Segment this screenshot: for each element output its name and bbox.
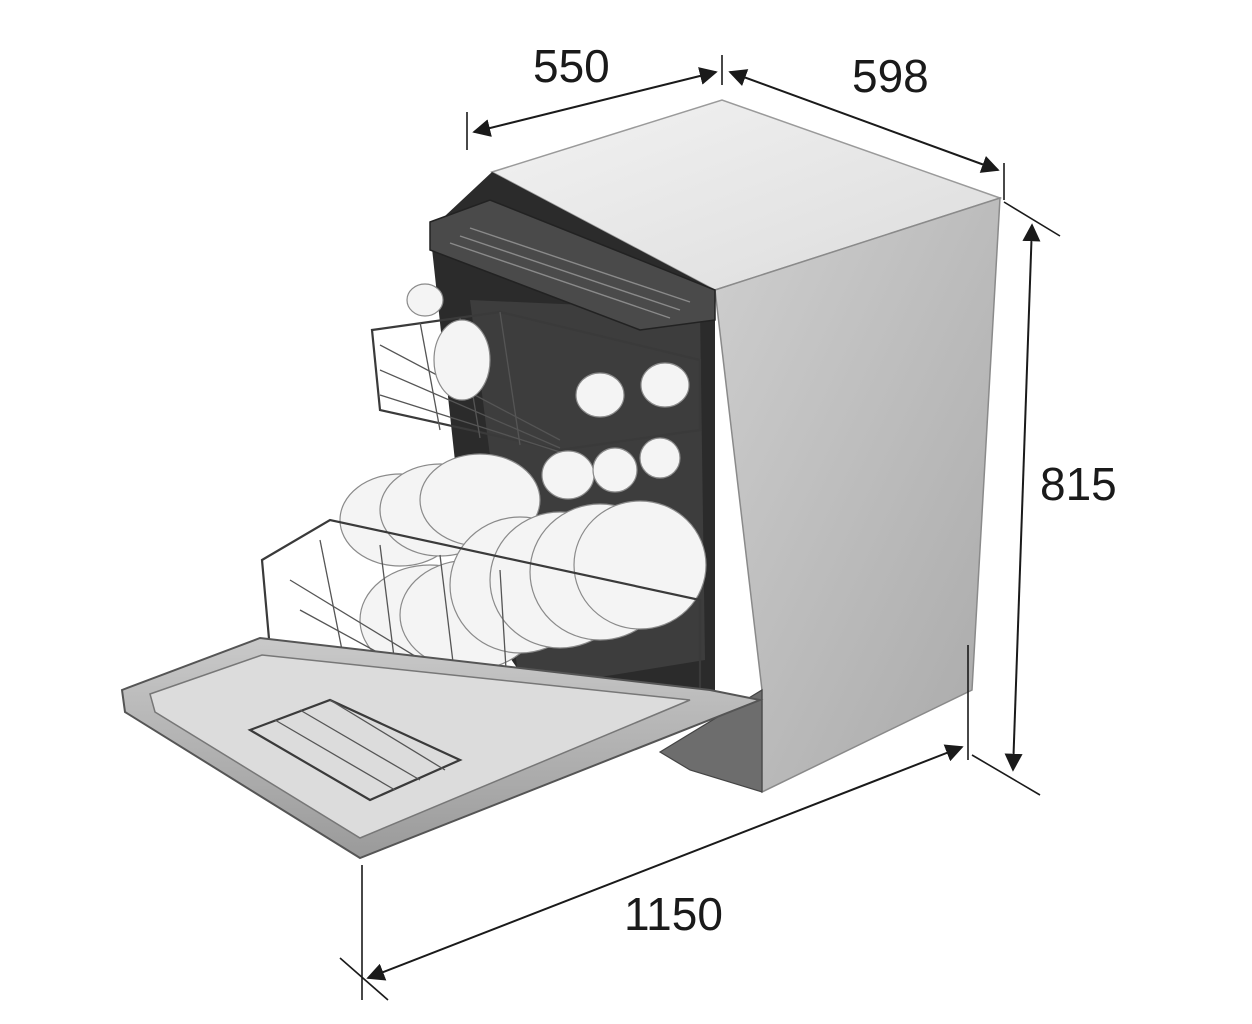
- width-label: 598: [852, 50, 929, 102]
- upper-basket: [370, 283, 702, 500]
- cutlery-tray-slots: [449, 227, 691, 319]
- height-dimension-line: [1004, 223, 1041, 772]
- open-depth-label: 1150: [624, 888, 723, 940]
- depth-dimension-line: [472, 67, 718, 137]
- cabinet-side: [714, 196, 1001, 794]
- height-label: 815: [1040, 458, 1117, 510]
- width-dimension-line: [728, 69, 1000, 173]
- open-depth-dimension-line: [366, 744, 964, 981]
- dishwasher-illustration: [120, 99, 1003, 860]
- dimension-lines: [339, 55, 1061, 1001]
- lower-basket-plates: [339, 453, 707, 676]
- depth-label: 550: [533, 40, 610, 92]
